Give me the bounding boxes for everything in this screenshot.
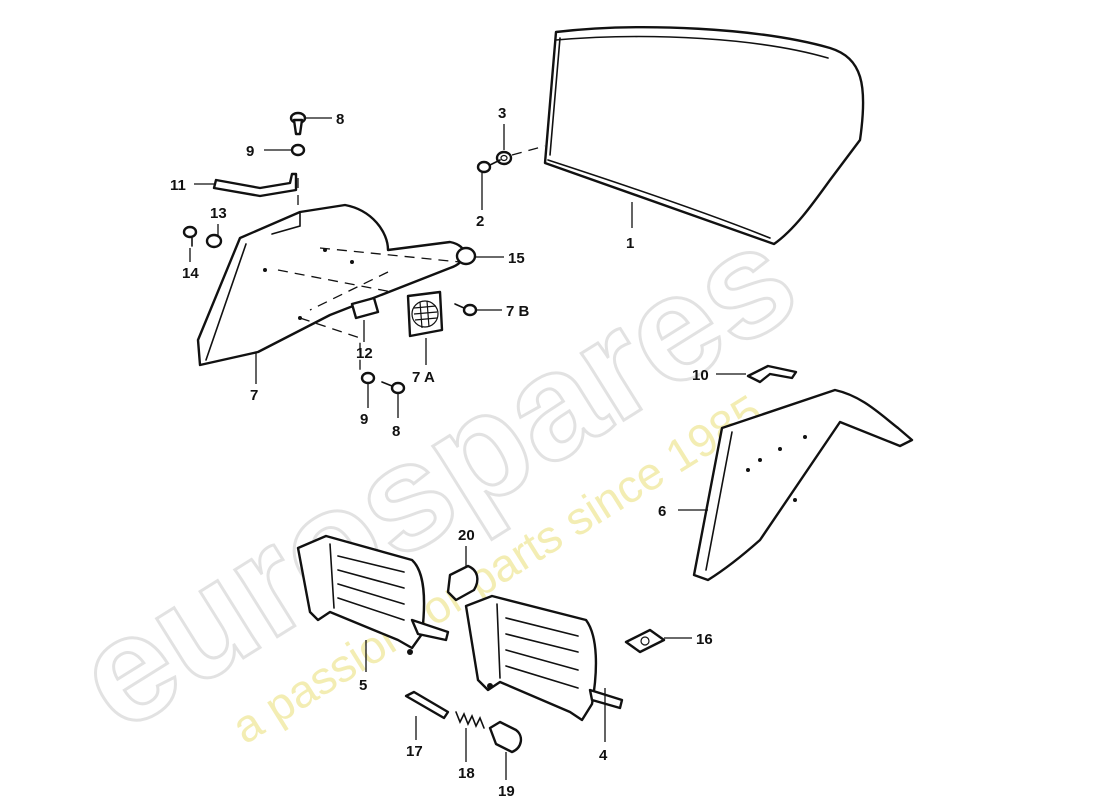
callout-4: 4 bbox=[599, 747, 608, 764]
part-13-grommet[interactable] bbox=[205, 233, 223, 249]
part-10-bracket[interactable] bbox=[746, 364, 798, 384]
part-18-spring[interactable] bbox=[455, 711, 485, 729]
part-8-bottom-screw[interactable] bbox=[381, 381, 406, 395]
callout-12: 12 bbox=[356, 345, 373, 362]
callout-19: 19 bbox=[498, 783, 515, 800]
part-14-bolt[interactable] bbox=[182, 225, 198, 247]
callout-6: 6 bbox=[658, 503, 666, 520]
callout-2: 2 bbox=[476, 213, 484, 230]
callout-14: 14 bbox=[182, 265, 199, 282]
callout-9-top: 9 bbox=[246, 143, 254, 160]
part-15-plug[interactable] bbox=[455, 246, 477, 266]
callout-20: 20 bbox=[458, 527, 475, 544]
leader-lines bbox=[189, 117, 746, 780]
callout-7: 7 bbox=[250, 387, 258, 404]
part-7a-speaker-grille[interactable] bbox=[406, 290, 444, 338]
part-6-right-side-trim[interactable] bbox=[692, 388, 914, 582]
callout-7b: 7 B bbox=[506, 303, 530, 320]
callout-1: 1 bbox=[626, 235, 634, 252]
callout-3: 3 bbox=[498, 105, 506, 122]
part-16-latch[interactable] bbox=[624, 628, 666, 654]
part-5-left-seat-back[interactable] bbox=[296, 534, 450, 655]
part-11-handle[interactable] bbox=[212, 172, 298, 198]
callout-7a: 7 A bbox=[412, 369, 435, 386]
callout-16: 16 bbox=[696, 631, 713, 648]
part-7b-screw[interactable] bbox=[454, 303, 478, 317]
callout-8-bottom: 8 bbox=[392, 423, 400, 440]
part-17-pin[interactable] bbox=[404, 690, 450, 720]
part-3-washer[interactable] bbox=[495, 150, 513, 166]
callout-18: 18 bbox=[458, 765, 475, 782]
callout-15: 15 bbox=[508, 250, 525, 267]
callout-17: 17 bbox=[406, 743, 423, 760]
callout-labels: 1 2 3 4 5 6 7 7 A 7 B 8 8 9 9 10 11 12 1… bbox=[170, 105, 713, 800]
part-12-clip[interactable] bbox=[350, 296, 380, 320]
watermark: eurospares a passion for parts since 198… bbox=[46, 190, 824, 764]
part-8-top-screw[interactable] bbox=[289, 111, 307, 136]
watermark-brand: eurospares bbox=[48, 191, 823, 762]
callout-5: 5 bbox=[359, 677, 367, 694]
part-19-knob[interactable] bbox=[488, 720, 523, 754]
part-20-cover[interactable] bbox=[446, 564, 479, 602]
callout-10: 10 bbox=[692, 367, 709, 384]
part-9-bottom-washer[interactable] bbox=[360, 371, 376, 385]
callout-9-bottom: 9 bbox=[360, 411, 368, 428]
part-9-top-washer[interactable] bbox=[290, 143, 306, 157]
callout-13: 13 bbox=[210, 205, 227, 222]
part-4-right-seat-back[interactable] bbox=[464, 594, 624, 722]
callout-8-top: 8 bbox=[336, 111, 344, 128]
part-1-rear-panel[interactable] bbox=[543, 26, 865, 246]
part-2-screw[interactable] bbox=[476, 159, 501, 174]
part-7-left-side-trim[interactable] bbox=[196, 203, 466, 367]
callout-11: 11 bbox=[170, 177, 186, 194]
